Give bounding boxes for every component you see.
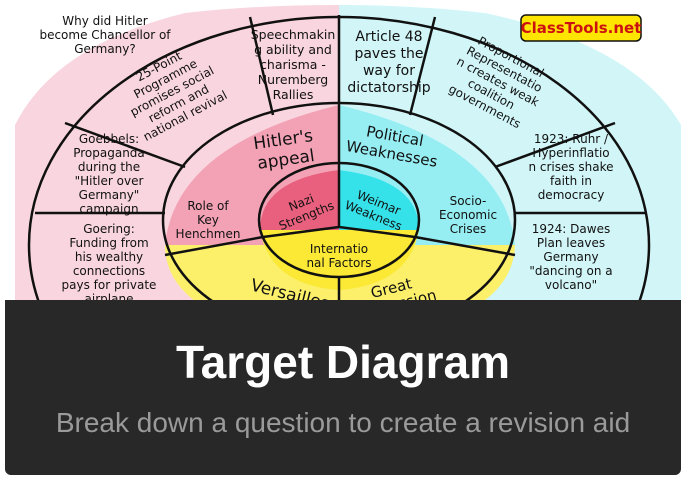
inner-ring bbox=[164, 105, 516, 305]
outer-ring bbox=[15, 5, 681, 305]
inner-segment-weimar bbox=[339, 170, 419, 230]
inner-segment-international bbox=[260, 230, 419, 290]
svg-text:ClassTools.net: ClassTools.net bbox=[521, 19, 642, 37]
caption-title: Target Diagram bbox=[175, 336, 511, 388]
caption-panel: Target Diagram Break down a question to … bbox=[5, 300, 681, 475]
caption-subtitle: Break down a question to create a revisi… bbox=[55, 407, 631, 438]
inner-segment-nazi bbox=[260, 170, 339, 230]
programme-text: 25-PointProgrammepromises socialreform a… bbox=[115, 39, 230, 144]
classtools-logo: ClassTools.net bbox=[520, 14, 642, 42]
appeal-text: Hitler'sappeal bbox=[252, 126, 317, 174]
